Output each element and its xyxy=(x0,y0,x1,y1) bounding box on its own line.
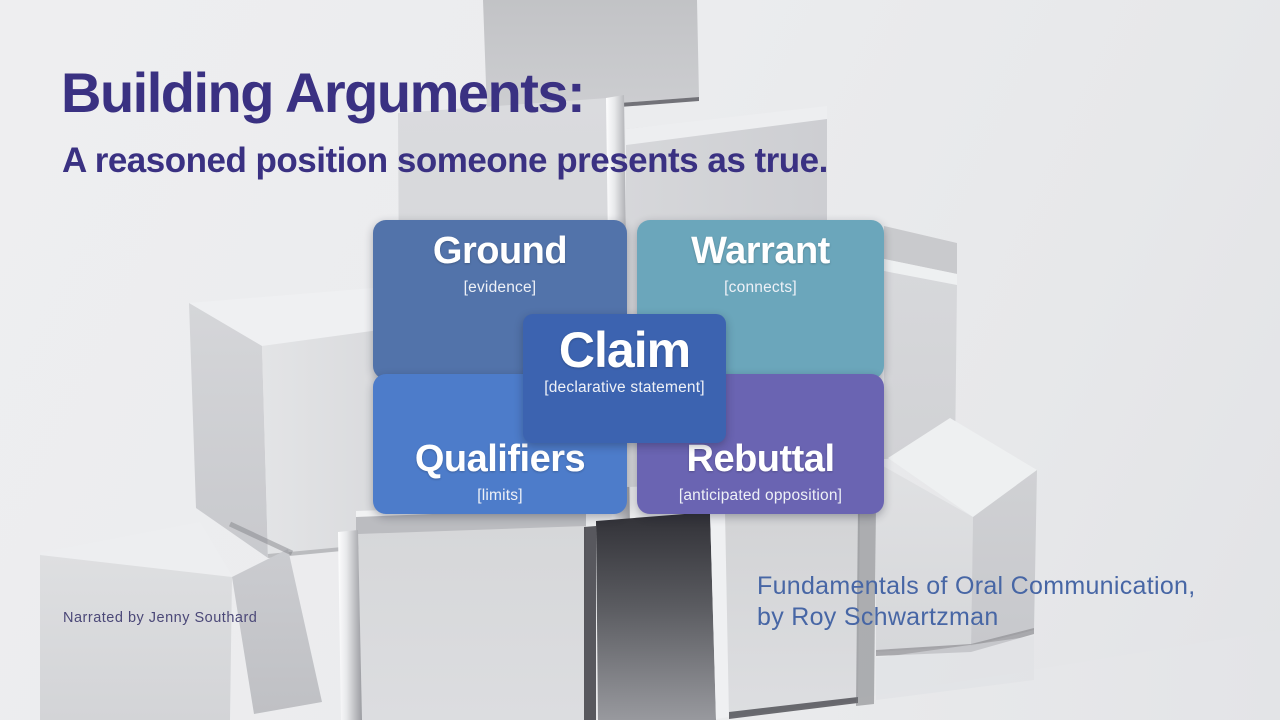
course-credit: Fundamentals of Oral Communication, by R… xyxy=(757,571,1195,634)
slide-subtitle: A reasoned position someone presents as … xyxy=(62,141,828,180)
floor xyxy=(584,630,1280,720)
card-qualifiers-label: [limits] xyxy=(477,487,523,504)
block-mid-right xyxy=(884,226,957,459)
block-bottom-left xyxy=(338,503,596,720)
card-claim-title: Claim xyxy=(558,322,691,378)
slide-title: Building Arguments: xyxy=(61,61,586,124)
block-right xyxy=(856,418,1037,706)
card-warrant-title: Warrant xyxy=(691,230,830,272)
card-qualifiers-title: Qualifiers xyxy=(414,438,586,481)
card-claim: Claim [declarative statement] xyxy=(523,314,726,443)
card-ground-label: [evidence] xyxy=(463,278,537,296)
block-far-left xyxy=(40,521,322,720)
card-ground-title: Ground xyxy=(432,230,568,272)
course-credit-line2: by Roy Schwartzman xyxy=(757,603,999,632)
narrator-credit: Narrated by Jenny Southard xyxy=(63,610,258,626)
course-credit-line1: Fundamentals of Oral Communication, xyxy=(757,572,1196,600)
card-claim-label: [declarative statement] xyxy=(544,378,705,396)
card-rebuttal-title: Rebuttal xyxy=(686,438,836,481)
block-bottom-right xyxy=(596,506,860,720)
card-warrant-label: [connects] xyxy=(724,278,797,296)
card-rebuttal-label: [anticipated opposition] xyxy=(678,487,843,504)
card-rebuttal: Rebuttal [anticipated opposition] xyxy=(637,374,884,514)
